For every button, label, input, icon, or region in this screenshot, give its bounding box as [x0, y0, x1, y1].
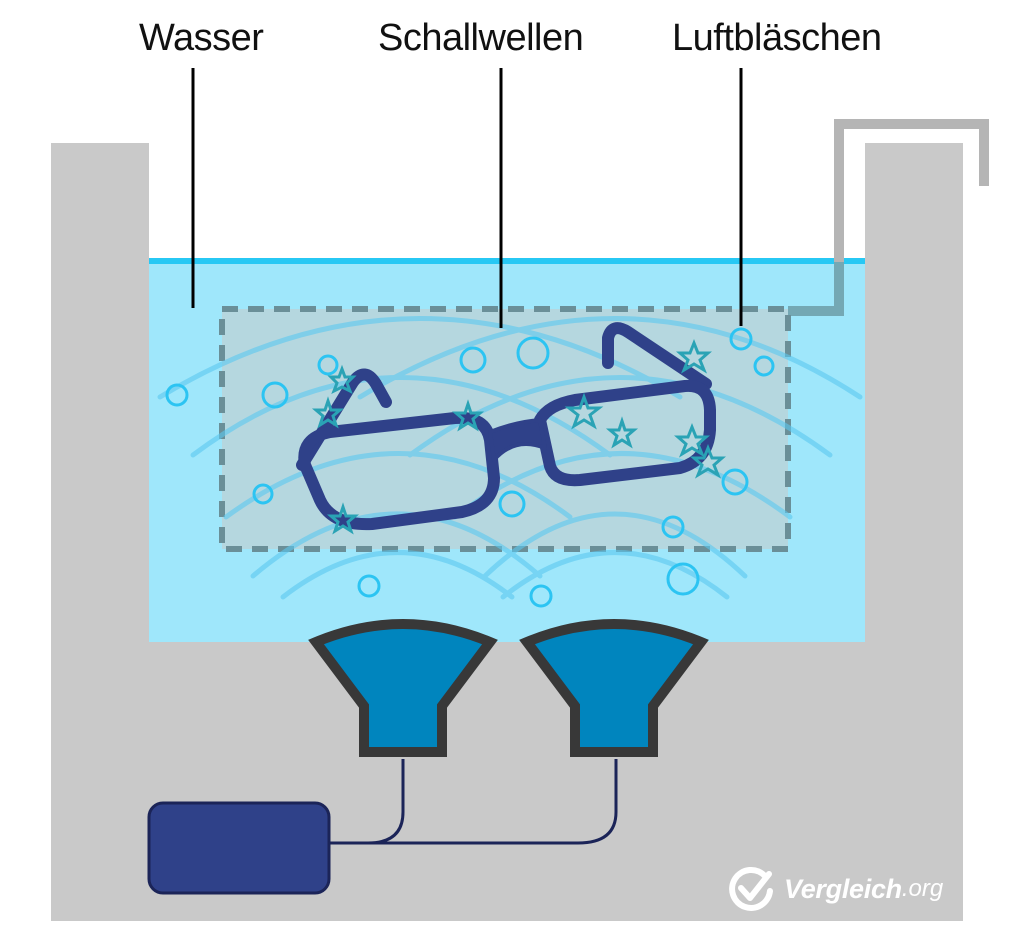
label-water: Wasser: [139, 17, 264, 59]
glasses-left-lens: [298, 411, 500, 531]
glasses-bridge: [488, 418, 547, 462]
leader-lines: [191, 68, 743, 328]
glasses-right-lens: [534, 379, 716, 487]
ultrasonic-generator: [147, 801, 331, 895]
glasses-left-temple: [296, 368, 392, 471]
tank-body: [51, 143, 963, 921]
glasses-right-temple: [602, 322, 712, 390]
air-bubbles: [165, 327, 775, 608]
label-air-bubbles: Luftbläschen: [672, 17, 882, 59]
logo-brand: Vergleich: [784, 873, 902, 904]
overflow-pipe-submerged: [788, 262, 844, 316]
dirt-sparkles: [311, 338, 726, 535]
label-sound-waves: Schallwellen: [378, 17, 584, 59]
vergleich-logo: Vergleich.org: [776, 866, 943, 912]
transducer-right: [519, 619, 709, 757]
check-circle-icon: [729, 867, 773, 911]
water-surface: [149, 258, 865, 264]
wires: [329, 759, 618, 845]
glasses: [296, 322, 716, 531]
logo-tld: .org: [901, 875, 944, 902]
transducer-left: [308, 619, 498, 757]
